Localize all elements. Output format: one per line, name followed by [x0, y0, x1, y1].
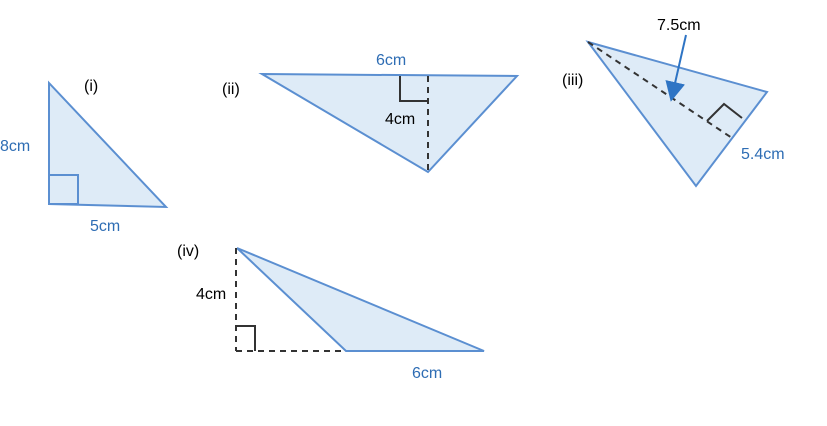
figure-ii: (ii) 6cm 4cm	[222, 52, 520, 174]
label-i: (i)	[84, 78, 98, 95]
figure-iv: (iv) 4cm 6cm	[177, 243, 485, 382]
triangle-ii	[258, 72, 520, 174]
label-ii: (ii)	[222, 81, 240, 98]
right-angle-marker-i	[48, 174, 79, 205]
height-line-iii	[587, 41, 733, 139]
figure-iii: (iii) 7.5cm 5.4cm	[562, 17, 785, 188]
measure-iii-base: 5.4cm	[741, 146, 785, 163]
triangle-i	[48, 80, 169, 209]
measure-ii-height: 4cm	[385, 111, 415, 128]
right-angle-marker-iv	[236, 325, 256, 351]
measure-iii-height: 7.5cm	[657, 17, 701, 34]
measure-i-height: 8cm	[0, 138, 30, 155]
arrow-iii	[665, 34, 687, 102]
measure-i-base: 5cm	[90, 218, 120, 235]
triangle-iv	[236, 247, 485, 352]
measure-ii-base: 6cm	[376, 52, 406, 69]
measure-iv-height: 4cm	[196, 286, 226, 303]
right-angle-marker-ii	[399, 76, 428, 102]
triangle-iii	[585, 40, 769, 188]
right-angle-marker-iii	[706, 102, 743, 122]
label-iii: (iii)	[562, 72, 583, 89]
measure-iv-base: 6cm	[412, 365, 442, 382]
figure-i: (i) 8cm 5cm	[0, 78, 169, 235]
label-iv: (iv)	[177, 243, 199, 260]
